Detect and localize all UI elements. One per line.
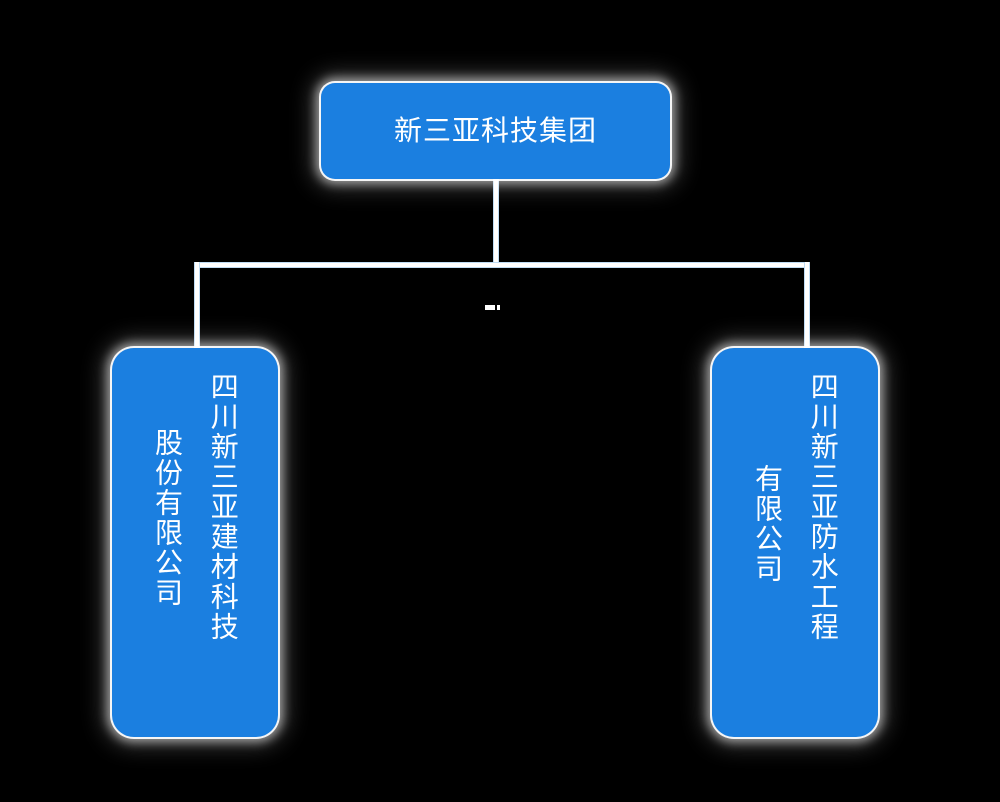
- connector-horizontal-bus: [194, 262, 806, 268]
- org-node-child-0-text: 四川新三亚建材科技 股份有限公司: [112, 348, 278, 737]
- org-node-child-0[interactable]: 四川新三亚建材科技 股份有限公司: [112, 348, 278, 737]
- org-node-child-1[interactable]: 四川新三亚防水工程 有限公司: [712, 348, 878, 737]
- org-node-child-0-column-main: 四川新三亚建材科技: [206, 372, 240, 642]
- connector-drop-right: [804, 262, 810, 350]
- org-node-child-0-column-sub: 股份有限公司: [151, 428, 184, 608]
- center-artifact-mark: [485, 305, 500, 310]
- org-node-child-1-column-sub: 有限公司: [751, 464, 784, 584]
- org-node-child-1-column-main: 四川新三亚防水工程: [806, 372, 840, 642]
- connector-drop-left: [194, 262, 200, 350]
- connector-root-stem: [493, 178, 499, 264]
- org-node-child-1-text: 四川新三亚防水工程 有限公司: [712, 348, 878, 737]
- org-node-root[interactable]: 新三亚科技集团: [321, 83, 670, 179]
- org-node-root-label: 新三亚科技集团: [393, 114, 597, 147]
